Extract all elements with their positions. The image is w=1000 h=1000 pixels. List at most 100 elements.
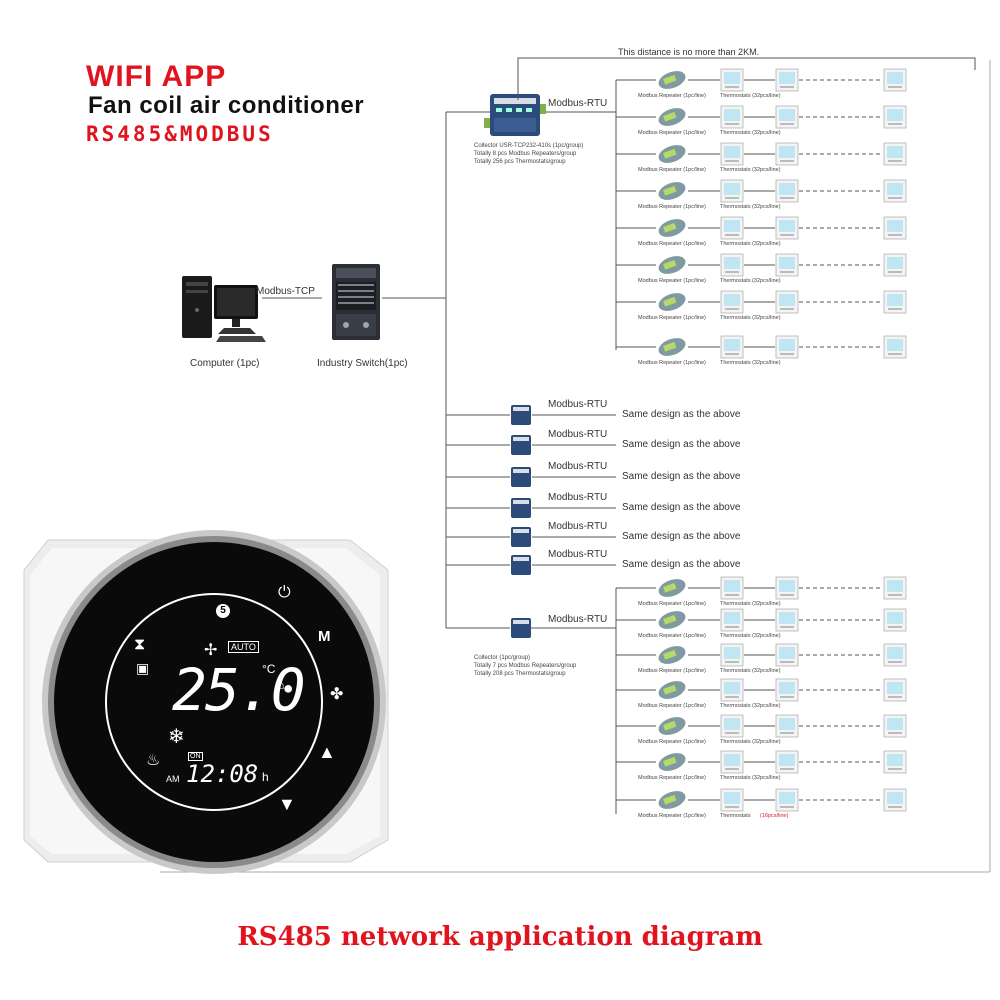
distance-bracket bbox=[517, 57, 976, 100]
collector-icon-5 bbox=[511, 555, 531, 575]
top-thermostats-label-7: Thermostats (32pcs/line) bbox=[720, 360, 781, 366]
bottom-repeater-icon-2 bbox=[658, 646, 686, 664]
rtu-label-top: Modbus-RTU bbox=[548, 98, 608, 109]
bottom-thermostats-label-6: Thermostats bbox=[720, 813, 751, 819]
same-design-label-5: Same design as the above bbox=[622, 559, 741, 570]
wifi-app-title: WIFI APP bbox=[86, 60, 227, 93]
valve-icon: ⧗ bbox=[134, 636, 146, 653]
bottom-repeater-label-5: Modbus Repeater (1pc/line) bbox=[638, 775, 706, 781]
time-display: 12:08 bbox=[186, 760, 259, 788]
top-thermostats-label-5: Thermostats (32pcs/line) bbox=[720, 278, 781, 284]
top-thermostat-icon-a-7 bbox=[720, 335, 744, 359]
bottom-thermostat-icon-a-3 bbox=[720, 678, 744, 702]
top-thermostat-icon-b-2 bbox=[775, 142, 799, 166]
bottom-group-rows bbox=[616, 576, 907, 812]
bottom-repeater-icon-3 bbox=[658, 681, 686, 699]
top-thermostat-icon-b-3 bbox=[775, 179, 799, 203]
collector-top-desc: Collector USR-TCP232-410s (1pc/group) To… bbox=[474, 143, 584, 165]
top-thermostat-icon-a-1 bbox=[720, 105, 744, 129]
top-thermostat-icon-b-7 bbox=[775, 335, 799, 359]
top-repeater-label-0: Modbus Repeater (1pc/line) bbox=[638, 93, 706, 99]
top-repeater-label-7: Modbus Repeater (1pc/line) bbox=[638, 360, 706, 366]
top-repeater-icon-2 bbox=[658, 145, 686, 163]
top-thermostats-label-2: Thermostats (32pcs/line) bbox=[720, 167, 781, 173]
bottom-thermostats-label-4: Thermostats (32pcs/line) bbox=[720, 739, 781, 745]
home-icon: ⌂ bbox=[276, 676, 285, 692]
bottom-thermostat-icon-c-6 bbox=[883, 788, 907, 812]
mode-button[interactable]: M bbox=[318, 628, 331, 645]
computer-icon bbox=[182, 276, 266, 342]
bottom-repeater-label-4: Modbus Repeater (1pc/line) bbox=[638, 739, 706, 745]
top-thermostat-icon-a-0 bbox=[720, 68, 744, 92]
top-thermostat-icon-c-2 bbox=[883, 142, 907, 166]
top-repeater-label-3: Modbus Repeater (1pc/line) bbox=[638, 204, 706, 210]
top-repeater-label-6: Modbus Repeater (1pc/line) bbox=[638, 315, 706, 321]
bottom-thermostat-icon-c-4 bbox=[883, 714, 907, 738]
bottom-thermostats-label-1: Thermostats (32pcs/line) bbox=[720, 633, 781, 639]
bottom-repeater-label-2: Modbus Repeater (1pc/line) bbox=[638, 668, 706, 674]
thermostat-product bbox=[23, 530, 389, 874]
bottom-thermostat-icon-c-3 bbox=[883, 678, 907, 702]
collector-icon-3 bbox=[511, 498, 531, 518]
collector-icon-1 bbox=[511, 435, 531, 455]
bottom-thermostat-icon-a-4 bbox=[720, 714, 744, 738]
top-repeater-icon-6 bbox=[658, 293, 686, 311]
bottom-thermostat-icon-a-2 bbox=[720, 643, 744, 667]
rtu-label-same-0: Modbus-RTU bbox=[548, 399, 608, 410]
fan-speed-icon[interactable]: ✤ bbox=[330, 686, 344, 703]
bottom-thermostat-icon-a-5 bbox=[720, 750, 744, 774]
rtu-label-same-3: Modbus-RTU bbox=[548, 492, 608, 503]
same-design-label-0: Same design as the above bbox=[622, 409, 741, 420]
top-thermostats-label-6: Thermostats (32pcs/line) bbox=[720, 315, 781, 321]
top-thermostat-icon-b-0 bbox=[775, 68, 799, 92]
bottom-thermostat-icon-b-6 bbox=[775, 788, 799, 812]
top-repeater-label-2: Modbus Repeater (1pc/line) bbox=[638, 167, 706, 173]
on-badge: ON bbox=[188, 752, 203, 761]
top-thermostats-label-3: Thermostats (32pcs/line) bbox=[720, 204, 781, 210]
top-repeater-label-5: Modbus Repeater (1pc/line) bbox=[638, 278, 706, 284]
top-thermostat-icon-c-7 bbox=[883, 335, 907, 359]
lock-icon: ▣ bbox=[136, 660, 150, 676]
top-thermostat-icon-c-0 bbox=[883, 68, 907, 92]
top-thermostat-icon-a-5 bbox=[720, 253, 744, 277]
temperature-display: 25.0 bbox=[172, 656, 306, 724]
top-repeater-label-1: Modbus Repeater (1pc/line) bbox=[638, 130, 706, 136]
top-thermostat-icon-c-1 bbox=[883, 105, 907, 129]
up-arrow-icon[interactable]: ▲ bbox=[318, 742, 336, 762]
top-thermostat-icon-b-6 bbox=[775, 290, 799, 314]
collector-bottom-desc: Collector (1pc/group) Totally 7 pcs Modb… bbox=[474, 655, 577, 677]
distance-note: This distance is no more than 2KM. bbox=[618, 47, 760, 57]
bottom-thermostat-icon-a-6 bbox=[720, 788, 744, 812]
protocol-title: RS485&MODBUS bbox=[86, 122, 274, 146]
top-thermostat-icon-c-4 bbox=[883, 216, 907, 240]
bottom-repeater-icon-6 bbox=[658, 791, 686, 809]
bottom-thermostats-label-0: Thermostats (32pcs/line) bbox=[720, 601, 781, 607]
bottom-thermostats-16-label: (16pcs/line) bbox=[760, 813, 789, 819]
top-thermostats-label-1: Thermostats (32pcs/line) bbox=[720, 130, 781, 136]
down-arrow-icon[interactable]: ▼ bbox=[278, 794, 296, 814]
power-icon[interactable]: ⏻ bbox=[278, 584, 291, 601]
fan-icon: ✢ bbox=[204, 642, 218, 659]
snowflake-icon: ❄ bbox=[168, 726, 185, 748]
top-repeater-label-4: Modbus Repeater (1pc/line) bbox=[638, 241, 706, 247]
top-repeater-icon-4 bbox=[658, 219, 686, 237]
industry-switch-icon bbox=[332, 264, 380, 340]
collector-icon-0 bbox=[511, 405, 531, 425]
top-repeater-icon-5 bbox=[658, 256, 686, 274]
rtu-label-same-1: Modbus-RTU bbox=[548, 429, 608, 440]
bottom-thermostats-label-2: Thermostats (32pcs/line) bbox=[720, 668, 781, 674]
rtu-label-same-5: Modbus-RTU bbox=[548, 549, 608, 560]
top-thermostat-icon-c-3 bbox=[883, 179, 907, 203]
same-design-label-2: Same design as the above bbox=[622, 471, 741, 482]
bottom-thermostat-icon-b-2 bbox=[775, 643, 799, 667]
am-label: AM bbox=[166, 774, 180, 784]
bottom-thermostats-label-5: Thermostats (32pcs/line) bbox=[720, 775, 781, 781]
same-design-label-4: Same design as the above bbox=[622, 531, 741, 542]
auto-mode-badge: AUTO bbox=[228, 641, 259, 653]
top-thermostats-label-4: Thermostats (32pcs/line) bbox=[720, 241, 781, 247]
bottom-thermostat-icon-c-0 bbox=[883, 576, 907, 600]
bottom-thermostats-label-3: Thermostats (32pcs/line) bbox=[720, 703, 781, 709]
top-repeater-icon-0 bbox=[658, 71, 686, 89]
top-thermostat-icon-a-6 bbox=[720, 290, 744, 314]
collector-icon-4 bbox=[511, 527, 531, 547]
